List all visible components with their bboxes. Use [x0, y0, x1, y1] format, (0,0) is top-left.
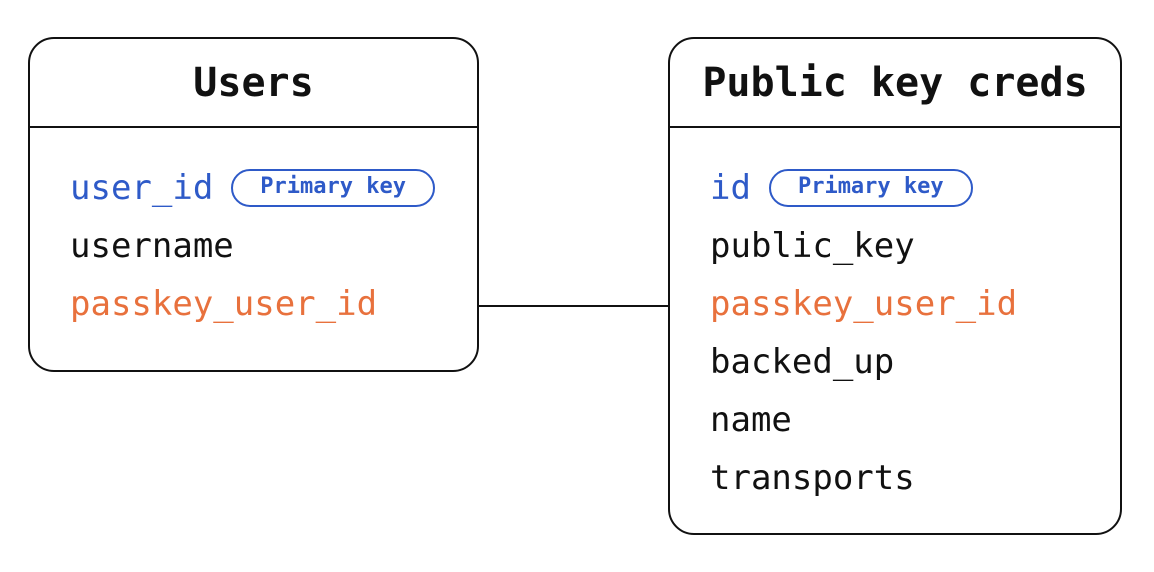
field-name-transports: transports: [710, 458, 915, 498]
field-row: backed_up: [710, 333, 1100, 391]
public-key-creds-table-title: Public key creds: [702, 59, 1088, 106]
primary-key-badge: Primary key: [768, 168, 973, 208]
field-row: transports: [710, 449, 1100, 507]
relationship-line: [479, 305, 668, 307]
field-name-public-key: public_key: [710, 226, 915, 266]
field-row: id Primary key: [710, 159, 1100, 217]
field-row: user_id Primary key: [70, 159, 457, 217]
field-row: passkey_user_id: [710, 275, 1100, 333]
users-table-header: Users: [30, 39, 477, 128]
field-name-user-id: user_id: [70, 168, 214, 208]
public-key-creds-table: Public key creds id Primary key public_k…: [668, 37, 1122, 535]
field-row: passkey_user_id: [70, 275, 457, 333]
field-name-passkey-user-id: passkey_user_id: [710, 284, 1018, 324]
users-table: Users user_id Primary key username passk…: [28, 37, 479, 372]
field-name-passkey-user-id: passkey_user_id: [70, 284, 378, 324]
field-name-username: username: [70, 226, 234, 266]
primary-key-badge: Primary key: [231, 168, 435, 208]
users-table-title: Users: [193, 59, 314, 106]
field-row: name: [710, 391, 1100, 449]
public-key-creds-table-header: Public key creds: [670, 39, 1120, 128]
field-name-backed-up: backed_up: [710, 342, 895, 382]
field-name-id: id: [710, 168, 751, 208]
field-name-name: name: [710, 400, 792, 440]
field-row: public_key: [710, 217, 1100, 275]
field-row: username: [70, 217, 457, 275]
users-table-body: user_id Primary key username passkey_use…: [30, 128, 477, 333]
public-key-creds-table-body: id Primary key public_key passkey_user_i…: [670, 128, 1120, 507]
